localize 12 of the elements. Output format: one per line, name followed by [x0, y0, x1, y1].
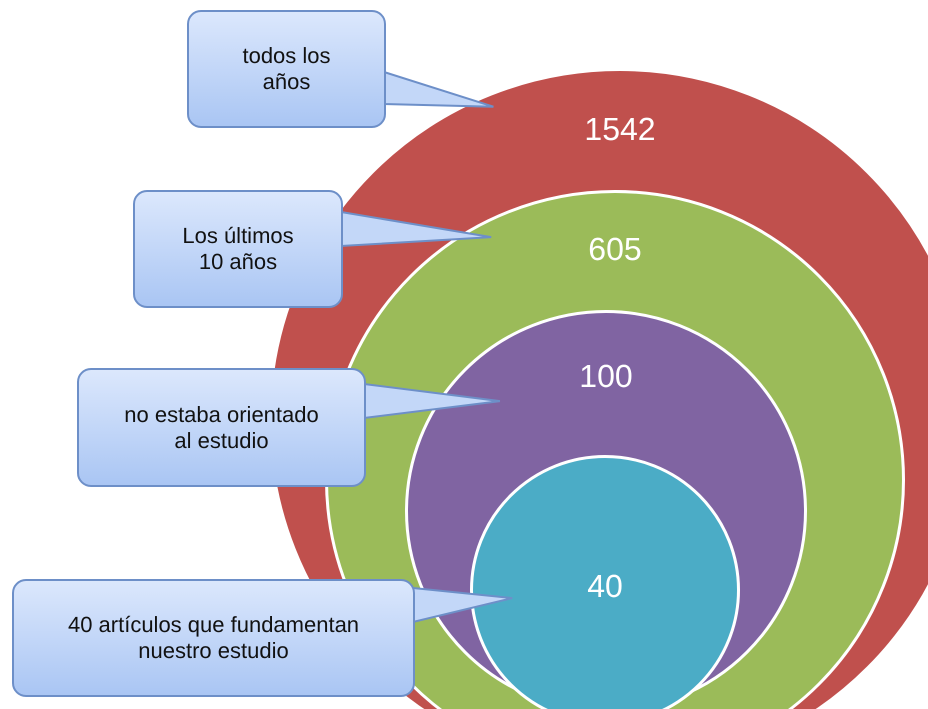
callout-tooltip: no estaba orientado al estudio [77, 368, 366, 487]
count-label: 605 [588, 231, 642, 268]
callout-tooltip: 40 artículos que fundamentan nuestro estudio [12, 579, 415, 697]
count-label: 1542 [584, 111, 656, 148]
count-label: 40 [587, 568, 623, 605]
callout-tail [340, 210, 492, 248]
callout-tail [383, 70, 494, 108]
callout-tail [363, 382, 501, 420]
callout-tooltip: Los últimos 10 años [133, 190, 343, 308]
count-label: 100 [579, 358, 633, 395]
callout-tail [412, 586, 514, 624]
callout-tooltip: todos los años [187, 10, 386, 128]
